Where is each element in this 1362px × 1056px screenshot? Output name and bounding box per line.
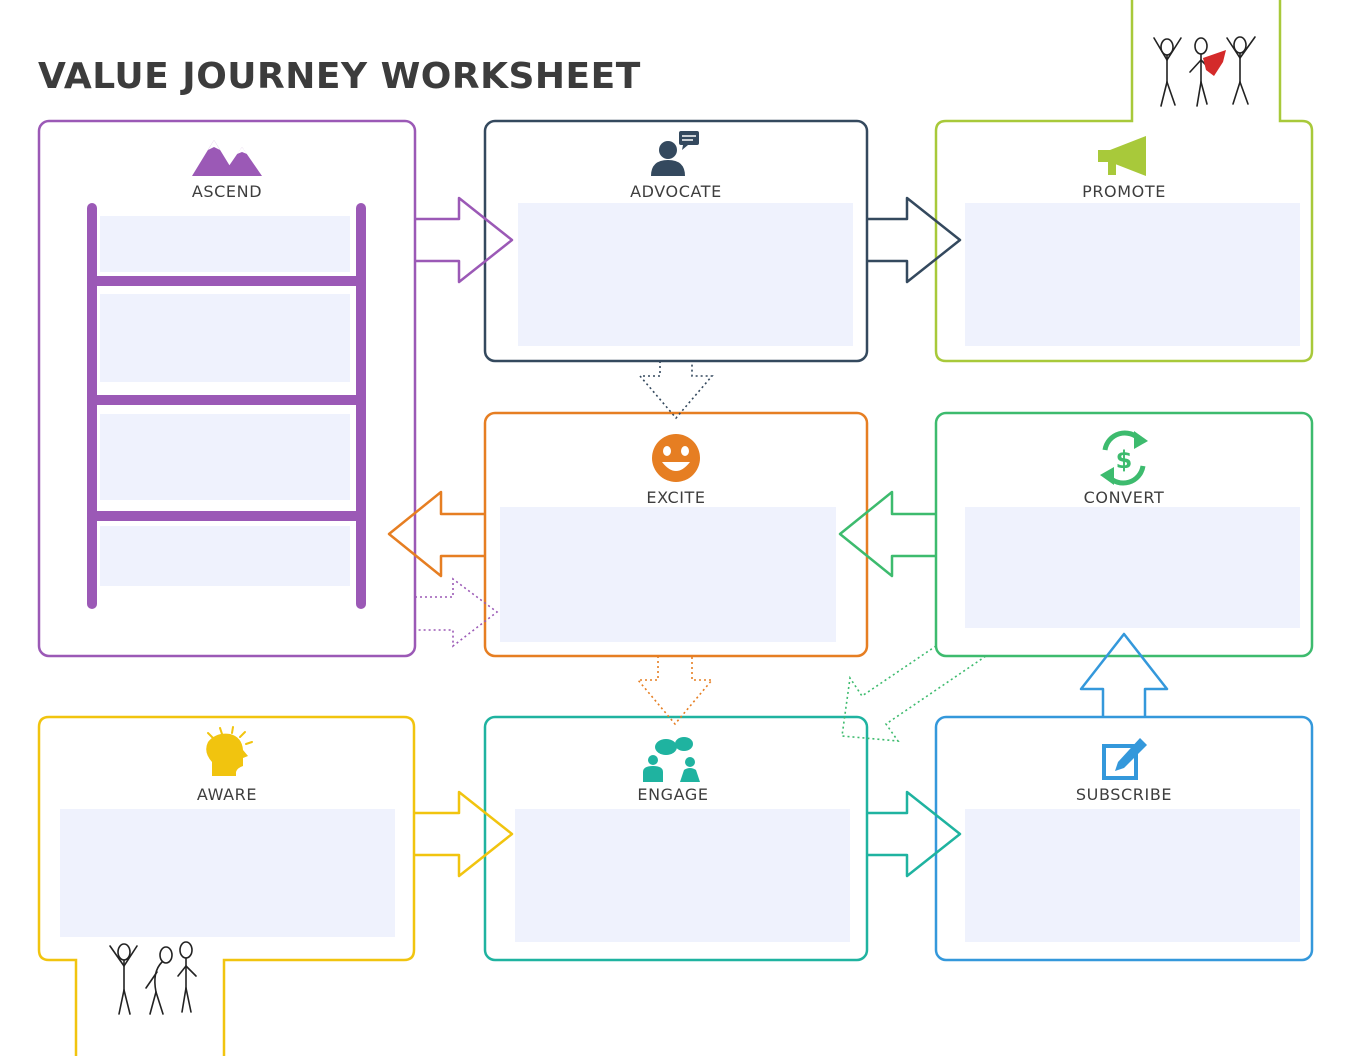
convert-box [934,411,1314,658]
arrow-ascend-to-advocate [415,196,514,284]
engage-field[interactable] [515,809,850,942]
arrow-convert-to-excite [838,490,936,578]
subscribe-box [934,715,1314,962]
edit-square-icon [1102,738,1147,780]
arrow-aware-to-engage [414,790,514,878]
dotted-arrow-excite-to-engage [636,656,714,726]
promote-label: PROMOTE [1082,182,1166,201]
conversation-icon [643,737,700,782]
smiley-face-icon [652,434,700,482]
subscribe-field[interactable] [965,809,1300,942]
svg-text:$: $ [1116,446,1133,474]
lightbulb-head-icon [206,726,253,776]
ascend-field-3[interactable] [100,414,350,500]
arrow-engage-to-subscribe [867,790,962,878]
dotted-arrow-convert-to-engage [841,645,987,742]
stage-excite: EXCITE [483,411,869,658]
dotted-arrow-advocate-to-excite [638,361,714,420]
stage-advocate: ADVOCATE [483,119,869,363]
arrow-excite-to-ascend [387,490,485,578]
megaphone-icon [1098,136,1146,176]
red-cape-icon [1203,50,1226,76]
engage-box [483,715,869,962]
ascend-field-4[interactable] [100,526,350,586]
convert-field[interactable] [965,507,1300,628]
stage-engage: ENGAGE [483,715,869,962]
mountains-icon [192,140,262,176]
advocate-label: ADVOCATE [630,182,722,201]
ladder [87,203,366,609]
stage-subscribe: SUBSCRIBE [934,715,1314,962]
stage-convert: $ CONVERT [934,411,1314,658]
aware-box [37,715,416,1056]
excite-box [483,411,869,658]
excite-field[interactable] [500,507,836,642]
ascend-field-1[interactable] [100,216,350,272]
subscribe-label: SUBSCRIBE [1076,785,1172,804]
convert-label: CONVERT [1084,488,1165,507]
dotted-arrow-ascend-to-excite [415,577,499,648]
speaking-person-icon [651,131,699,176]
stage-ascend: ASCEND [37,119,417,658]
advocate-field[interactable] [518,203,853,346]
ascend-fields [100,216,350,586]
promote-box [934,0,1314,363]
engage-label: ENGAGE [637,785,708,804]
arrow-advocate-to-promote [867,196,962,284]
promote-field[interactable] [965,203,1300,346]
dollar-cycle-icon: $ [1100,430,1148,486]
confused-stick-figures-icon [109,941,197,1015]
excite-label: EXCITE [646,488,705,507]
stage-promote: PROMOTE [934,0,1314,363]
aware-field[interactable] [60,809,395,937]
ascend-field-2[interactable] [100,294,350,382]
aware-label: AWARE [197,785,257,804]
advocate-box [483,119,869,363]
arrow-subscribe-to-convert [1079,632,1169,717]
ascend-box [37,119,417,658]
cheering-stick-figures-icon [1153,36,1256,107]
ascend-label: ASCEND [192,182,262,201]
worksheet-title: VALUE JOURNEY WORKSHEET [38,56,641,97]
stage-aware: AWARE [37,715,416,1056]
